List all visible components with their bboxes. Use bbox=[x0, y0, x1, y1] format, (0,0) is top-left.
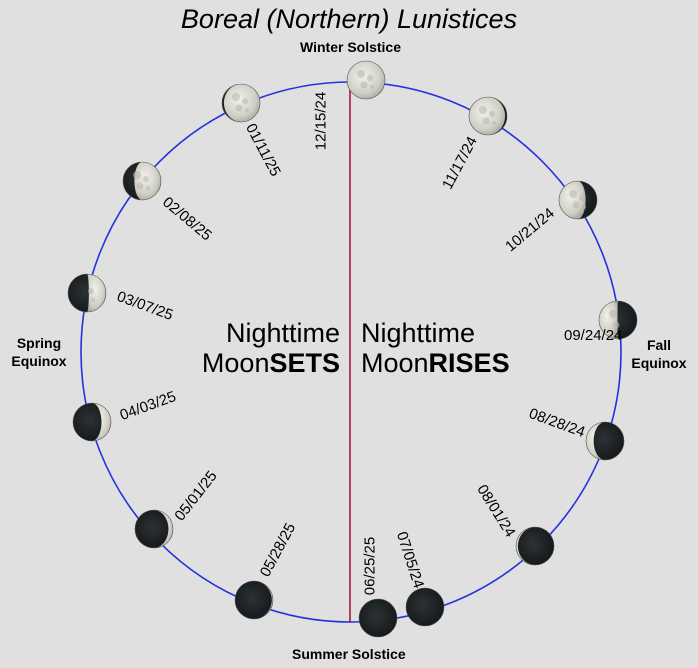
moon-crater bbox=[572, 201, 580, 209]
moon-icon bbox=[358, 598, 398, 638]
moon-crater bbox=[242, 98, 248, 104]
moon-crater bbox=[489, 111, 495, 117]
moon-crater bbox=[91, 298, 95, 302]
moon-outline bbox=[468, 96, 508, 136]
moon-crater bbox=[235, 104, 243, 112]
moon-outline bbox=[405, 587, 445, 627]
spring-equinox-label: Spring Equinox bbox=[3, 334, 75, 370]
moon-disc bbox=[406, 588, 444, 626]
moon-crater bbox=[245, 108, 249, 112]
sets-bold: SETS bbox=[269, 348, 340, 378]
moon-outline bbox=[598, 300, 638, 340]
diagram-title: Boreal (Northern) Lunistices bbox=[180, 4, 518, 34]
moon-crater bbox=[492, 121, 496, 125]
moon-crater bbox=[360, 81, 368, 89]
moon-crater bbox=[133, 171, 141, 179]
moon-icon bbox=[234, 580, 274, 620]
moon-outline bbox=[221, 83, 261, 123]
moon-icon bbox=[72, 402, 112, 442]
moon-crater bbox=[582, 205, 586, 209]
moon-disc bbox=[359, 599, 397, 637]
sets-line2: MoonSETS bbox=[202, 348, 340, 378]
moon-icon bbox=[558, 180, 598, 220]
moon-icon bbox=[598, 300, 638, 340]
moon-icon bbox=[122, 161, 162, 201]
moon-crater bbox=[136, 182, 144, 190]
moon-icon bbox=[405, 587, 445, 627]
moon-crater bbox=[232, 93, 240, 101]
moon-crater bbox=[482, 117, 490, 125]
moon-outline bbox=[234, 580, 274, 620]
moon-rises-text: Nighttime MoonRISES bbox=[361, 318, 510, 378]
moon-icon bbox=[346, 60, 386, 100]
moon-lit-portion bbox=[87, 274, 106, 312]
moon-lit-portion bbox=[559, 181, 586, 219]
moon-crater bbox=[146, 186, 150, 190]
fall-label-line2: Equinox bbox=[631, 355, 687, 371]
moon-lit-portion bbox=[469, 97, 506, 135]
moon-outline bbox=[585, 421, 625, 461]
moon-lit-portion bbox=[154, 510, 173, 548]
moon-crater bbox=[370, 85, 374, 89]
moon-outline bbox=[134, 509, 174, 549]
moon-disc bbox=[235, 581, 273, 619]
moon-date-label: 06/25/25 bbox=[361, 536, 379, 596]
moon-outline bbox=[122, 161, 162, 201]
moon-outline bbox=[346, 60, 386, 100]
moon-lit-portion bbox=[347, 61, 385, 99]
moon-crater bbox=[569, 190, 577, 198]
sets-line1: Nighttime bbox=[225, 318, 340, 348]
moon-crater bbox=[357, 70, 365, 78]
moon-icon bbox=[221, 83, 261, 123]
moon-sets-text: Nighttime MoonSETS bbox=[202, 318, 340, 378]
moon-crater bbox=[143, 176, 149, 182]
summer-solstice-label: Summer Solstice bbox=[292, 646, 406, 662]
rises-line2: MoonRISES bbox=[361, 348, 510, 378]
moon-crater bbox=[609, 310, 617, 318]
moon-crater bbox=[579, 195, 585, 201]
sets-prefix: Moon bbox=[201, 348, 270, 378]
moon-outline bbox=[358, 598, 398, 638]
moon-crater bbox=[612, 321, 620, 329]
rises-bold: RISES bbox=[428, 348, 510, 378]
moon-icon bbox=[67, 273, 107, 313]
moon-crater bbox=[479, 106, 487, 114]
fall-label-line1: Fall bbox=[646, 337, 672, 353]
moon-icon bbox=[134, 509, 174, 549]
moon-crater bbox=[88, 288, 94, 294]
rises-prefix: Moon bbox=[361, 348, 429, 378]
moon-lit-portion bbox=[586, 422, 605, 460]
winter-solstice-label: Winter Solstice bbox=[300, 39, 402, 55]
moon-icon bbox=[585, 421, 625, 461]
moon-outline bbox=[72, 402, 112, 442]
moon-crater bbox=[367, 75, 373, 81]
rises-line1: Nighttime bbox=[361, 318, 476, 348]
spring-label-line1: Spring bbox=[16, 335, 62, 351]
moon-lit-portion bbox=[92, 403, 111, 441]
fall-equinox-label: Fall Equinox bbox=[624, 336, 694, 372]
moon-date-label: 12/15/24 bbox=[312, 91, 330, 151]
moon-disc bbox=[586, 422, 624, 460]
moon-outline bbox=[67, 273, 107, 313]
spring-label-line2: Equinox bbox=[11, 353, 67, 369]
moon-icon bbox=[515, 526, 555, 566]
moon-outline bbox=[515, 526, 555, 566]
moon-date-label: 09/24/24 bbox=[564, 327, 623, 344]
moon-lit-portion bbox=[223, 84, 260, 122]
moon-layer bbox=[67, 60, 638, 638]
moon-disc bbox=[135, 510, 173, 548]
moon-icon bbox=[468, 96, 508, 136]
moon-disc bbox=[516, 527, 554, 565]
moon-outline bbox=[558, 180, 598, 220]
